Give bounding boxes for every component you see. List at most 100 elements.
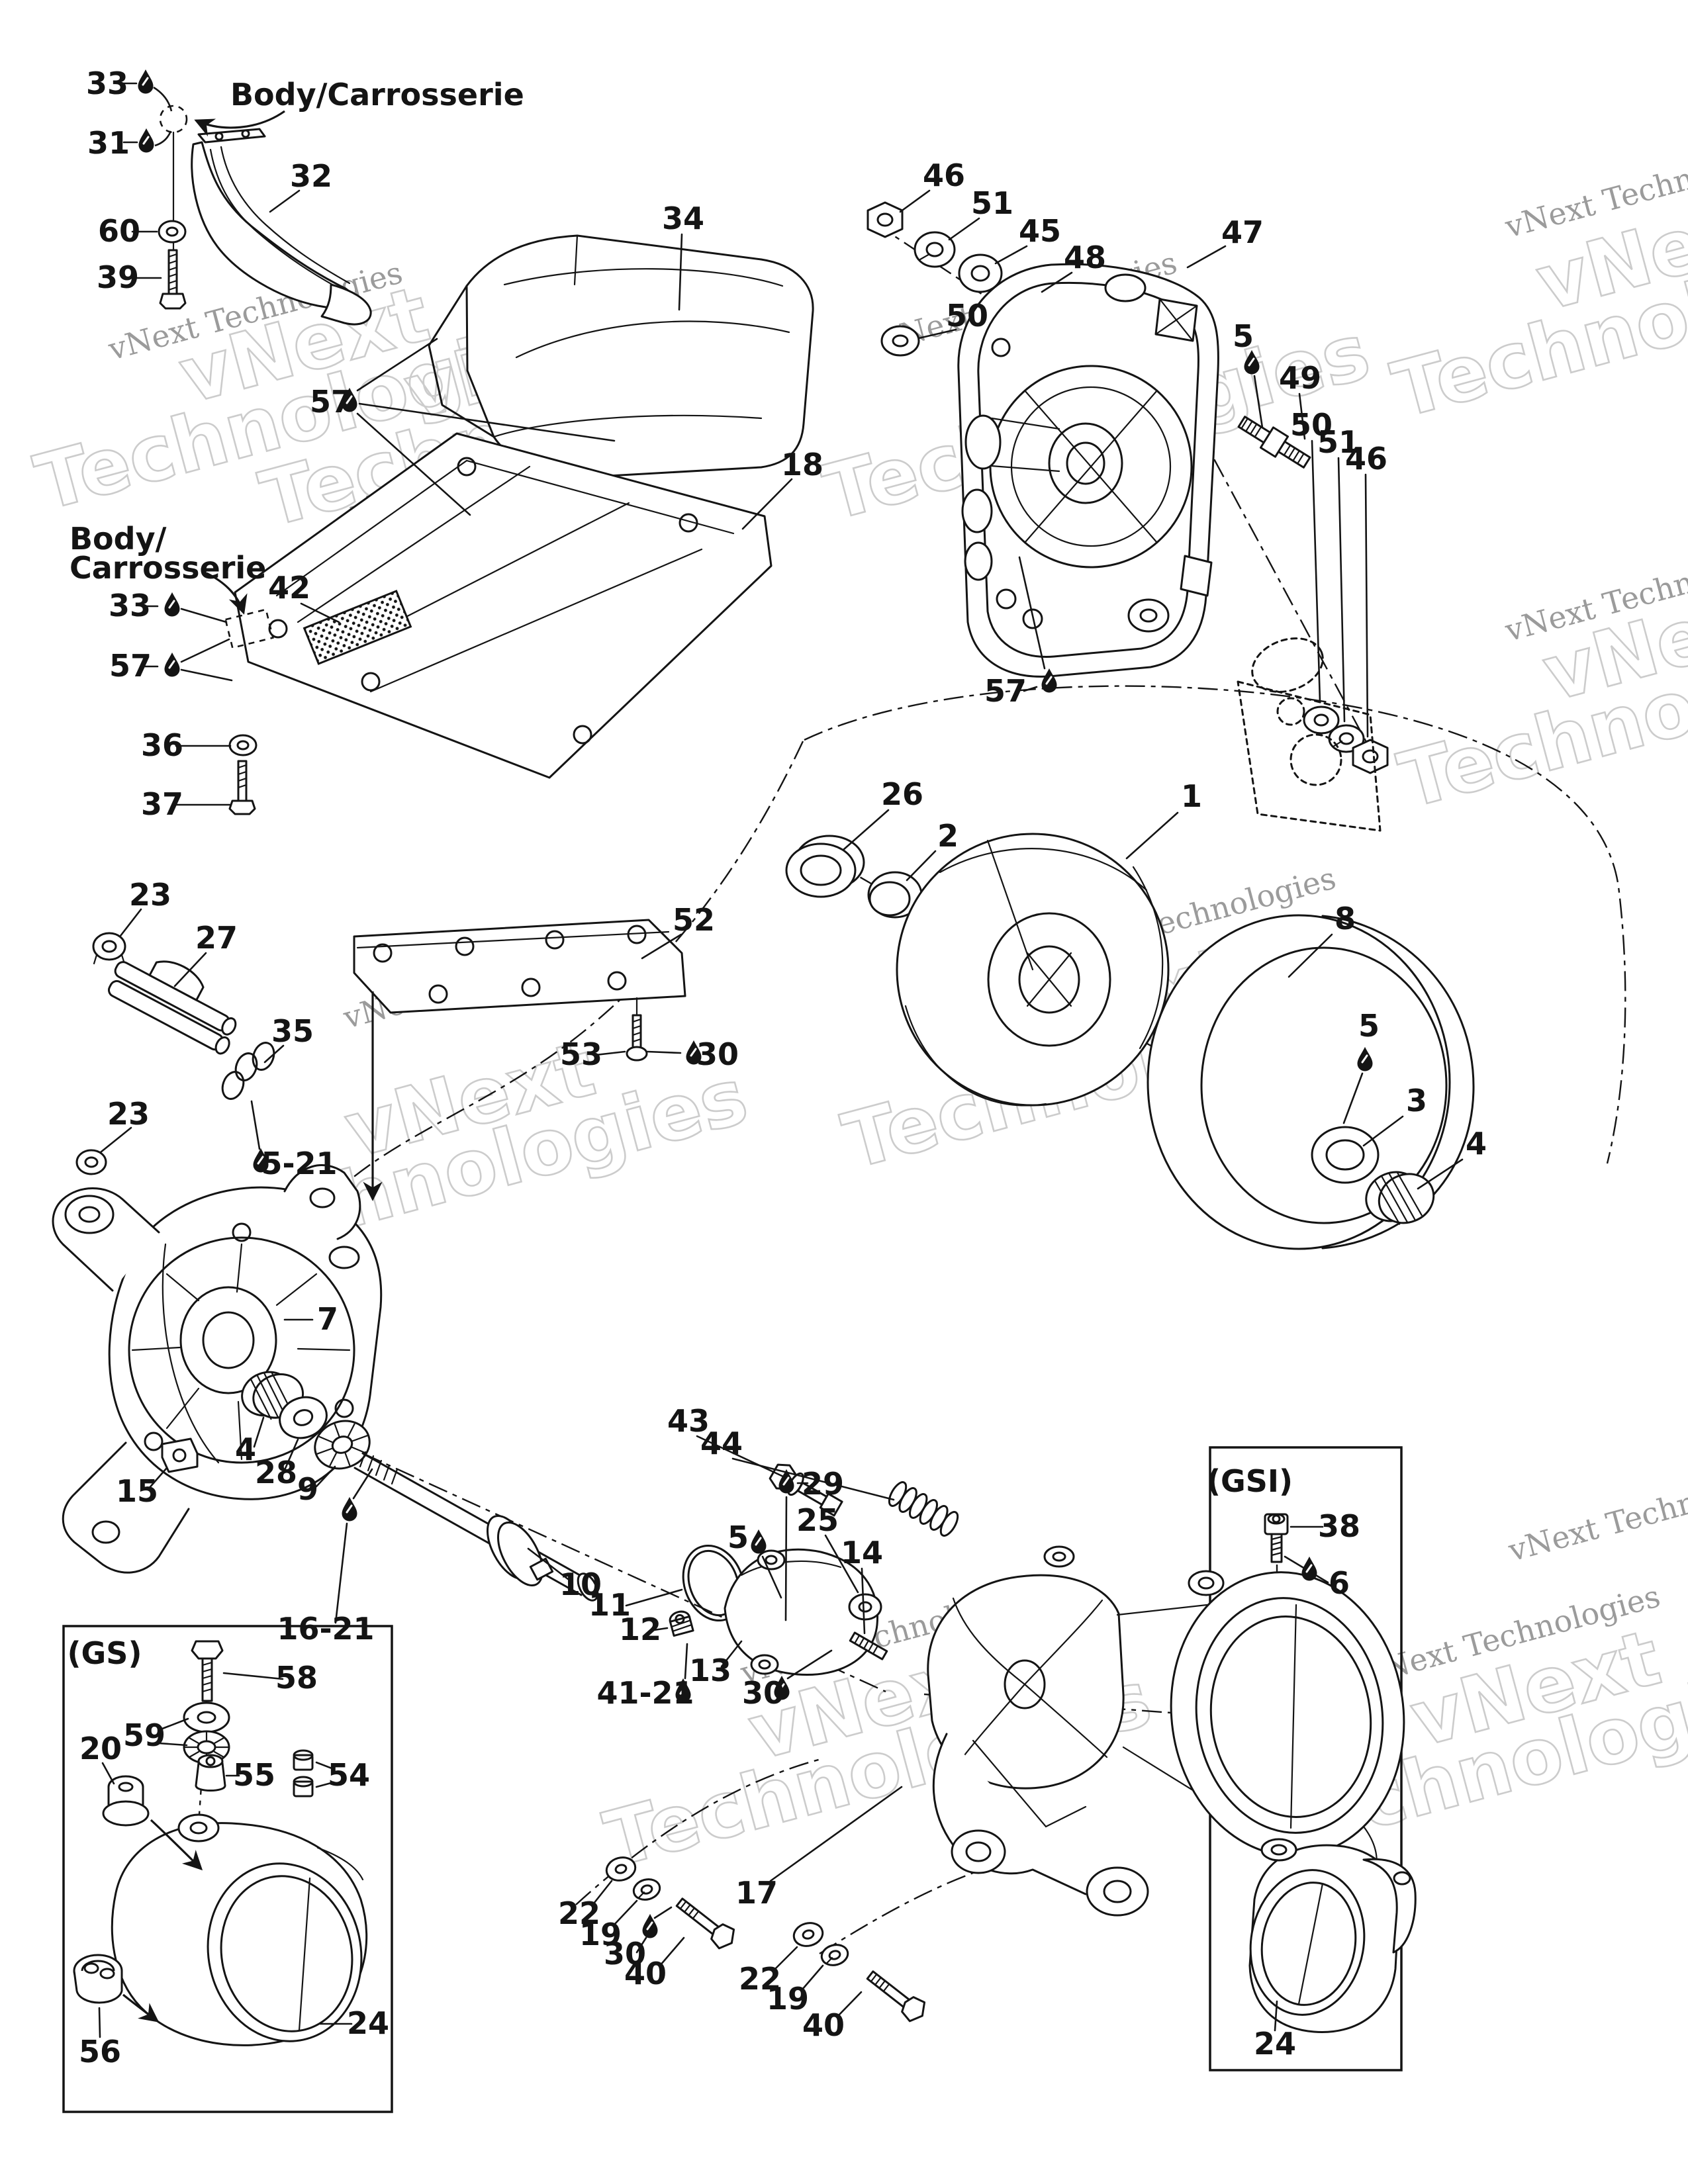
leader-line: [334, 1522, 348, 1624]
leader-line: [906, 850, 937, 882]
leader-line: [1023, 686, 1038, 692]
arrow-layer: [122, 110, 383, 2023]
leader-line: [180, 638, 230, 663]
callout-25: 25: [796, 1502, 859, 1594]
callout-2: 2: [906, 818, 959, 882]
callout-5: 5: [727, 1520, 782, 1599]
lubricant-droplet-icon: [642, 1913, 658, 1938]
lock-washer-51-top: [914, 231, 956, 268]
callout-12: 12: [619, 1612, 669, 1647]
lock-washer-19-right: [820, 1944, 849, 1966]
lubricant-droplet-icon: [1244, 349, 1260, 375]
leader-line: [173, 952, 207, 987]
callout-text: 20: [79, 1731, 122, 1766]
callout-23: 23: [119, 877, 171, 937]
callout-text: 57: [109, 648, 152, 684]
callout-text: 50: [946, 298, 988, 334]
callout-text: 10: [559, 1567, 602, 1602]
callout-text: 30: [604, 1936, 646, 1972]
leader-line: [678, 233, 683, 311]
callout-10: 10: [527, 1547, 602, 1602]
callout-text: 57: [310, 384, 352, 420]
support-plate-52: [353, 919, 686, 1015]
screw-38: [1264, 1513, 1289, 1563]
washers-59: [183, 1702, 230, 1764]
leader-line: [1125, 811, 1179, 860]
set-screw-12: [669, 1610, 694, 1637]
leader-line: [731, 1457, 895, 1501]
leader-line: [786, 1649, 833, 1680]
callout-4: 4: [235, 1416, 265, 1467]
callout-text: 52: [673, 902, 715, 938]
callout-text: 29: [802, 1466, 844, 1502]
leader-line: [641, 933, 682, 960]
lubricant-droplet-icon: [342, 387, 357, 412]
callout-15: 15: [116, 1467, 168, 1509]
callout-text: 22: [739, 1961, 781, 1997]
callout-43: 43: [667, 1403, 793, 1482]
leader-line: [315, 1761, 335, 1770]
callout-text: (GS): [68, 1635, 142, 1671]
callout-text: 9: [297, 1471, 318, 1507]
leader-line: [250, 1100, 261, 1150]
leader-line: [99, 1126, 132, 1154]
callout-text: 35: [271, 1013, 314, 1049]
cap-2: [867, 871, 923, 919]
leader-line: [594, 1050, 626, 1056]
leader-line: [773, 1946, 798, 1971]
leader-line: [1253, 375, 1264, 429]
callout-text: 60: [98, 213, 140, 249]
callout-text: 30: [742, 1675, 784, 1711]
callout-text: 30: [696, 1036, 739, 1072]
callout-Carrosserie: Carrosserie: [70, 550, 266, 586]
callout-33: 33: [86, 66, 173, 112]
callout-text: 28: [255, 1455, 297, 1490]
callout-45: 45: [994, 213, 1061, 265]
callout-text: 24: [347, 2005, 389, 2041]
spring-44: [888, 1481, 959, 1537]
ghost-bracket-dashed: [1237, 637, 1382, 832]
callout-text: 33: [86, 66, 128, 101]
square-nut-15: [161, 1437, 199, 1473]
callout-text: 11: [588, 1587, 631, 1623]
leader-line: [352, 1468, 373, 1500]
sleeves-54: [293, 1749, 314, 1797]
callout-30: 30: [646, 1036, 739, 1072]
callout-58: 58: [222, 1660, 318, 1696]
callout-1: 1: [1125, 778, 1202, 860]
leader-line: [741, 478, 793, 530]
nut-46-right: [1352, 739, 1389, 774]
leader-line: [696, 1435, 793, 1482]
callout-34: 34: [662, 201, 704, 311]
leader-line: [899, 189, 931, 213]
leader-line: [653, 1627, 669, 1631]
leader-line: [527, 1547, 569, 1580]
leader-line: [1288, 933, 1333, 978]
venturi-24-gsi: [1248, 1838, 1417, 2033]
lubricant-droplet-icon: [138, 128, 154, 153]
callout-50: 50: [917, 298, 988, 340]
callout-text: 58: [275, 1660, 318, 1696]
callout-text: 48: [1064, 240, 1106, 275]
washer-45: [958, 253, 1003, 293]
bolt-58: [191, 1640, 224, 1702]
callout-57: 57: [310, 338, 616, 516]
leader-line: [1362, 1115, 1404, 1147]
leader-line: [119, 908, 142, 937]
callout-3: 3: [1362, 1083, 1427, 1147]
callout-text: 1: [1181, 778, 1202, 814]
callout-47: 47: [1186, 214, 1264, 269]
thrust-washer-9: [314, 1420, 371, 1470]
leader-line: [253, 1416, 265, 1448]
callout-28: 28: [255, 1438, 299, 1490]
callout-text: 53: [560, 1036, 602, 1072]
callout-text: (GSI): [1207, 1463, 1293, 1499]
callout-57: 57: [984, 556, 1057, 709]
stator-housing-47: [957, 263, 1219, 678]
callout-text: Body/: [70, 521, 167, 557]
leader-line: [1041, 271, 1073, 293]
callout-41-21: 41-21: [596, 1643, 694, 1711]
leader-line: [356, 338, 438, 392]
washer-60: [158, 220, 187, 244]
